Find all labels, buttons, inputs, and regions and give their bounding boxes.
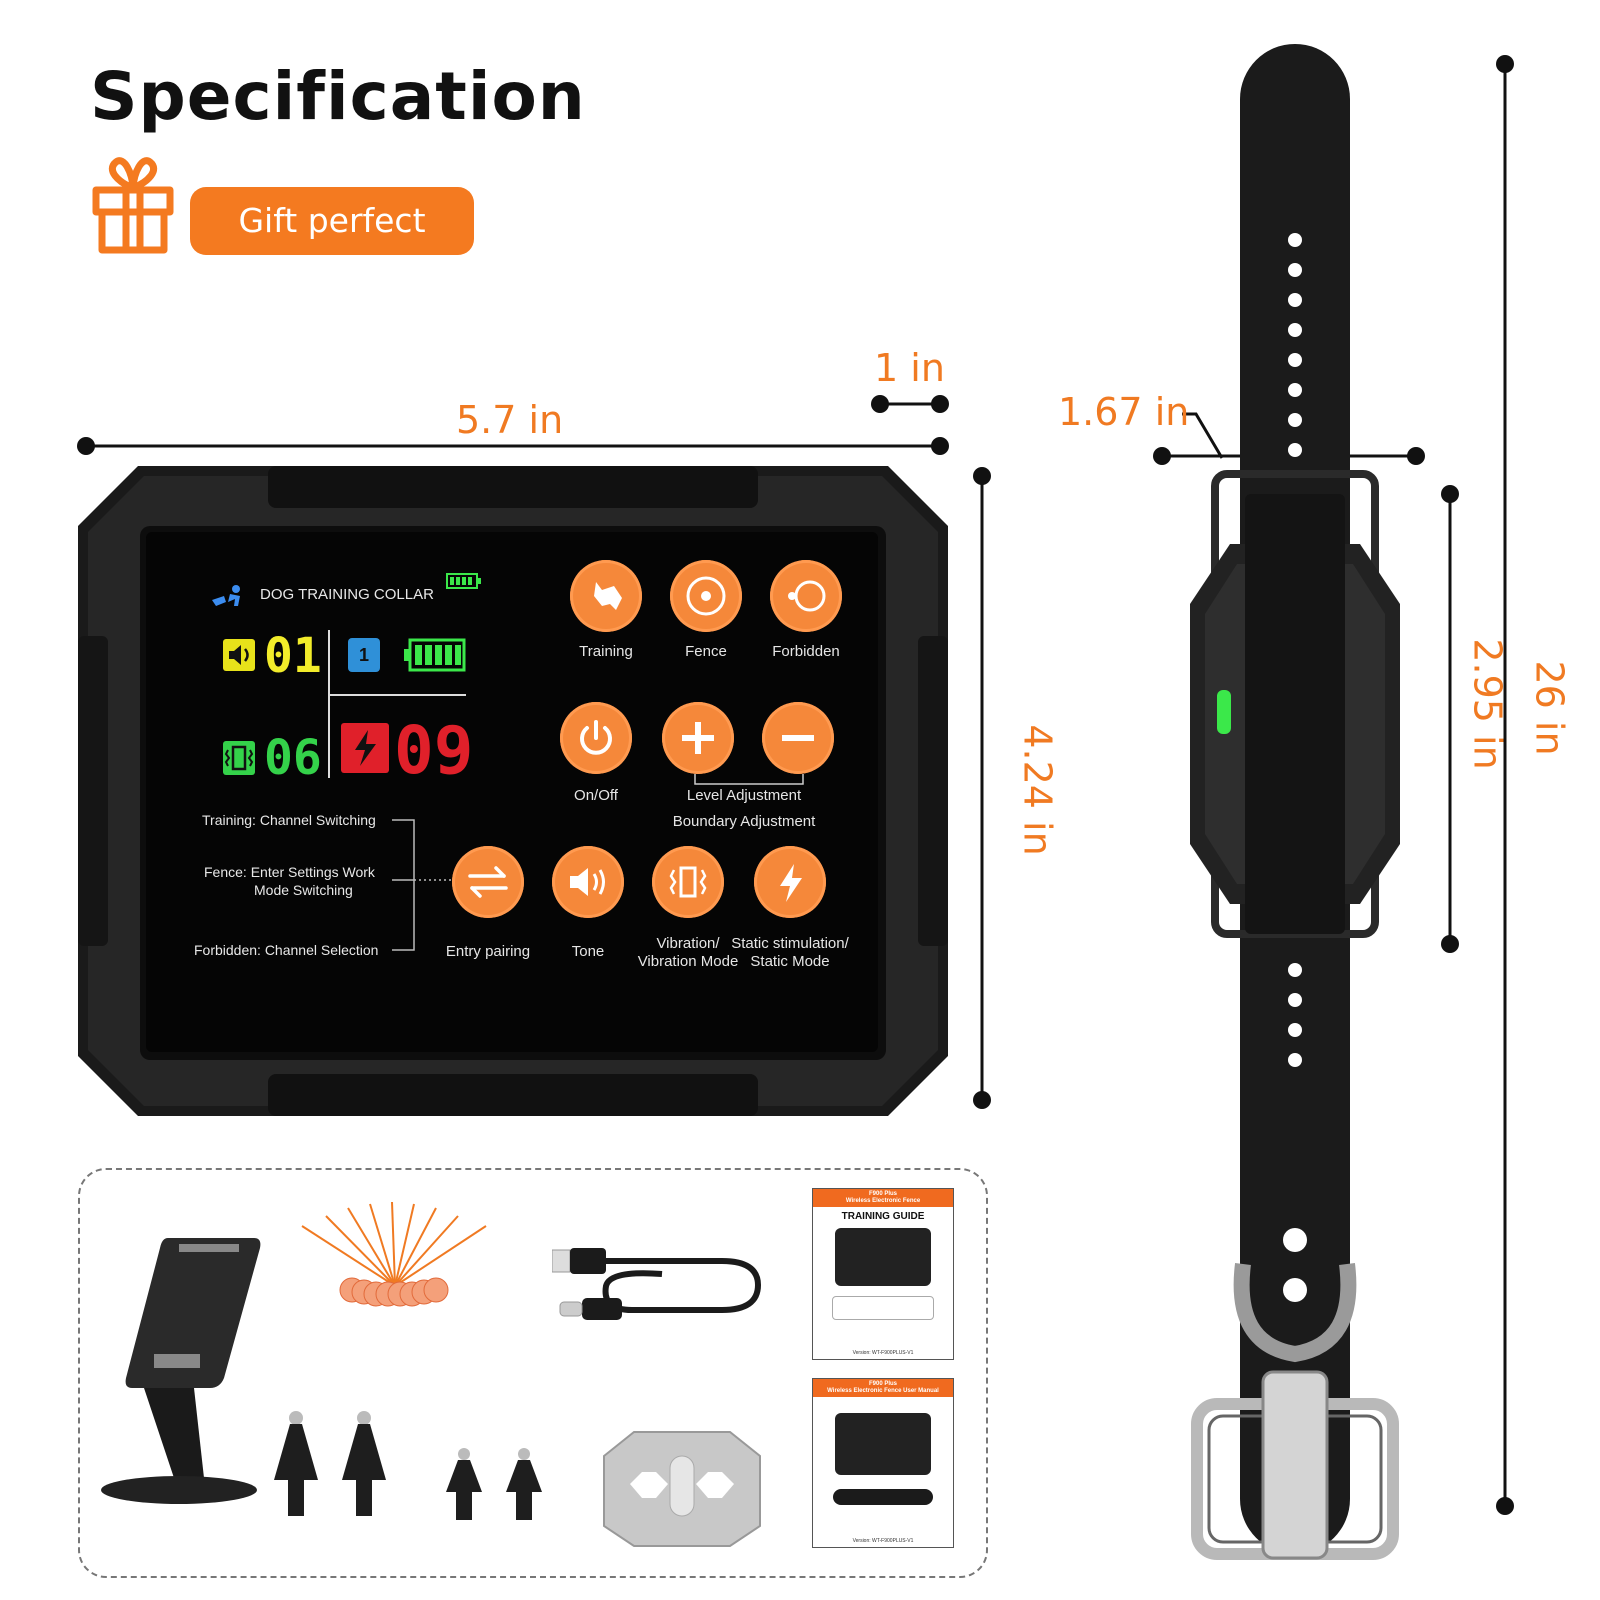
notes-bracket	[392, 819, 454, 951]
speaker-icon	[570, 868, 605, 896]
power-button[interactable]	[560, 702, 632, 774]
test-light-strips	[301, 1201, 487, 1307]
static-mode-label: Static Mode	[750, 953, 830, 970]
screen-header: DOG TRAINING COLLAR	[260, 586, 434, 603]
boundary-adjustment-label: Boundary Adjustment	[672, 813, 816, 830]
user-manual-footer: Version: WT-F900PLUS-V1	[852, 1538, 914, 1544]
tone-button[interactable]	[552, 846, 624, 918]
channel-badge: 1	[348, 638, 380, 672]
level-up-button[interactable]	[662, 702, 734, 774]
gift-perfect-badge: Gift perfect	[190, 187, 474, 255]
vibration-icon	[669, 866, 707, 898]
minus-icon	[782, 735, 814, 741]
forbidden-zone-icon	[788, 580, 826, 612]
note-fence-mode: Mode Switching	[254, 882, 353, 898]
pairing-label: Entry pairing	[445, 943, 531, 960]
user-manual-header: F900 Plus Wireless Electronic Fence User…	[813, 1379, 953, 1397]
training-guide-title: TRAINING GUIDE	[841, 1211, 925, 1222]
remote-height-label: 4.24 in	[1015, 724, 1060, 856]
note-fence: Fence: Enter Settings Work	[204, 864, 375, 880]
user-manual-collar-image	[833, 1489, 933, 1505]
fence-button[interactable]	[670, 560, 742, 632]
power-icon	[580, 720, 612, 755]
training-guide-collar-image	[832, 1296, 934, 1320]
gift-icon	[92, 157, 174, 254]
vibration-button[interactable]	[652, 846, 724, 918]
static-indicator-icon	[341, 723, 389, 773]
phone-stand	[101, 1238, 261, 1504]
static-button[interactable]	[754, 846, 826, 918]
usb-charging-cable	[552, 1248, 762, 1320]
training-guide-remote-image	[835, 1228, 931, 1286]
note-forbidden: Forbidden: Channel Selection	[194, 942, 379, 958]
strap-length-label: 26 in	[1527, 660, 1572, 756]
dog-head-icon	[594, 582, 622, 610]
strap-holes	[1288, 233, 1302, 1067]
tone-level: 01	[264, 628, 322, 684]
training-guide-header: F900 Plus Wireless Electronic Fence	[813, 1189, 953, 1207]
running-dog-icon	[212, 585, 240, 606]
receiver-width-label: 1.67 in	[1058, 390, 1190, 434]
level-bracket	[694, 774, 804, 785]
user-manual: F900 Plus Wireless Electronic Fence User…	[812, 1378, 954, 1548]
forbidden-label: Forbidden	[772, 643, 840, 660]
page-title: Specification	[90, 58, 586, 135]
fence-label: Fence	[685, 643, 727, 660]
vibration-label: Vibration/	[656, 935, 720, 952]
level-adjustment-label: Level Adjustment	[686, 787, 802, 804]
lightning-icon	[780, 864, 802, 902]
training-button[interactable]	[570, 560, 642, 632]
vibration-indicator-icon	[223, 741, 255, 775]
training-label: Training	[579, 643, 633, 660]
remote-screen: DOG TRAINING COLLAR 01 1 06 09 Training …	[146, 532, 878, 1052]
receiver-height-label: 2.95 in	[1465, 638, 1510, 770]
collar-receiver	[1190, 44, 1400, 1560]
swap-arrows-icon	[468, 866, 508, 898]
accessories-panel	[78, 1168, 988, 1578]
battery-small-icon	[446, 573, 481, 589]
screen-divider-horizontal	[328, 694, 466, 696]
remote-width-label: 5.7 in	[456, 398, 564, 442]
vibration-level: 06	[264, 730, 322, 786]
tone-label: Tone	[571, 943, 605, 960]
vibration-mode-label: Vibration Mode	[637, 953, 739, 970]
target-icon	[686, 576, 726, 616]
forbidden-button[interactable]	[770, 560, 842, 632]
remote-thickness-label: 1 in	[874, 346, 945, 390]
tone-indicator-icon	[223, 639, 255, 671]
level-down-button[interactable]	[762, 702, 834, 774]
plus-icon	[682, 722, 714, 754]
static-label: Static stimulation/	[731, 935, 849, 952]
static-level: 09	[394, 712, 474, 789]
contact-points	[274, 1411, 542, 1520]
note-training: Training: Channel Switching	[202, 812, 376, 828]
power-label: On/Off	[574, 787, 618, 804]
pairing-button[interactable]	[452, 846, 524, 918]
training-guide: F900 Plus Wireless Electronic Fence TRAI…	[812, 1188, 954, 1360]
mounting-plate	[603, 1431, 761, 1547]
battery-level-icon	[404, 638, 466, 672]
user-manual-remote-image	[835, 1413, 931, 1475]
screen-divider-vertical	[328, 630, 330, 778]
training-guide-footer: Version: WT-F900PLUS-V1	[852, 1350, 914, 1356]
